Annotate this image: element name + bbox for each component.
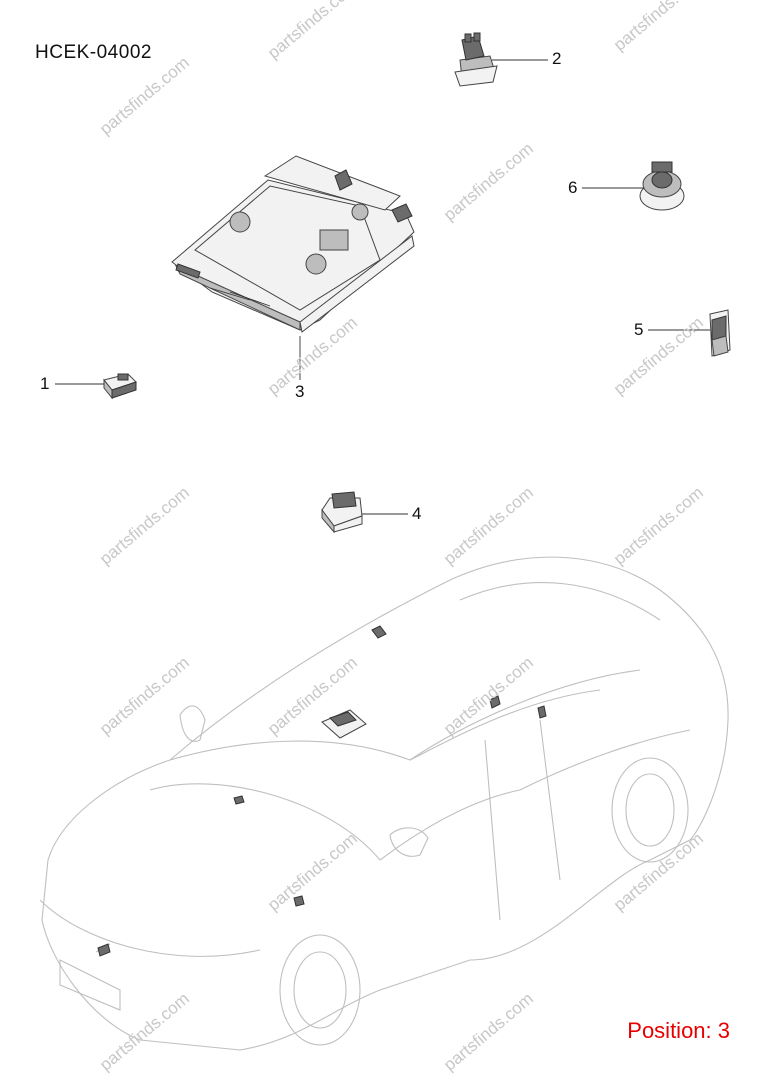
part-6-drawing[interactable]: [639, 161, 685, 211]
callout-2[interactable]: 2: [552, 49, 562, 68]
callout-4[interactable]: 4: [412, 504, 422, 523]
diagram-code: HCEK-04002: [35, 42, 152, 63]
part-3-drawing[interactable]: [171, 155, 415, 333]
callout-5[interactable]: 5: [634, 320, 644, 339]
car-install-markers: [97, 625, 547, 957]
callout-3[interactable]: 3: [295, 382, 305, 401]
part-2-drawing[interactable]: [454, 32, 498, 87]
car-outline: [39, 556, 729, 1051]
position-label: Position: 3: [627, 1018, 730, 1043]
part-1-drawing[interactable]: [103, 373, 137, 400]
callout-1[interactable]: 1: [40, 374, 50, 393]
part-4-drawing[interactable]: [321, 491, 363, 534]
part-5-drawing[interactable]: [709, 309, 731, 357]
callout-6[interactable]: 6: [568, 178, 578, 197]
